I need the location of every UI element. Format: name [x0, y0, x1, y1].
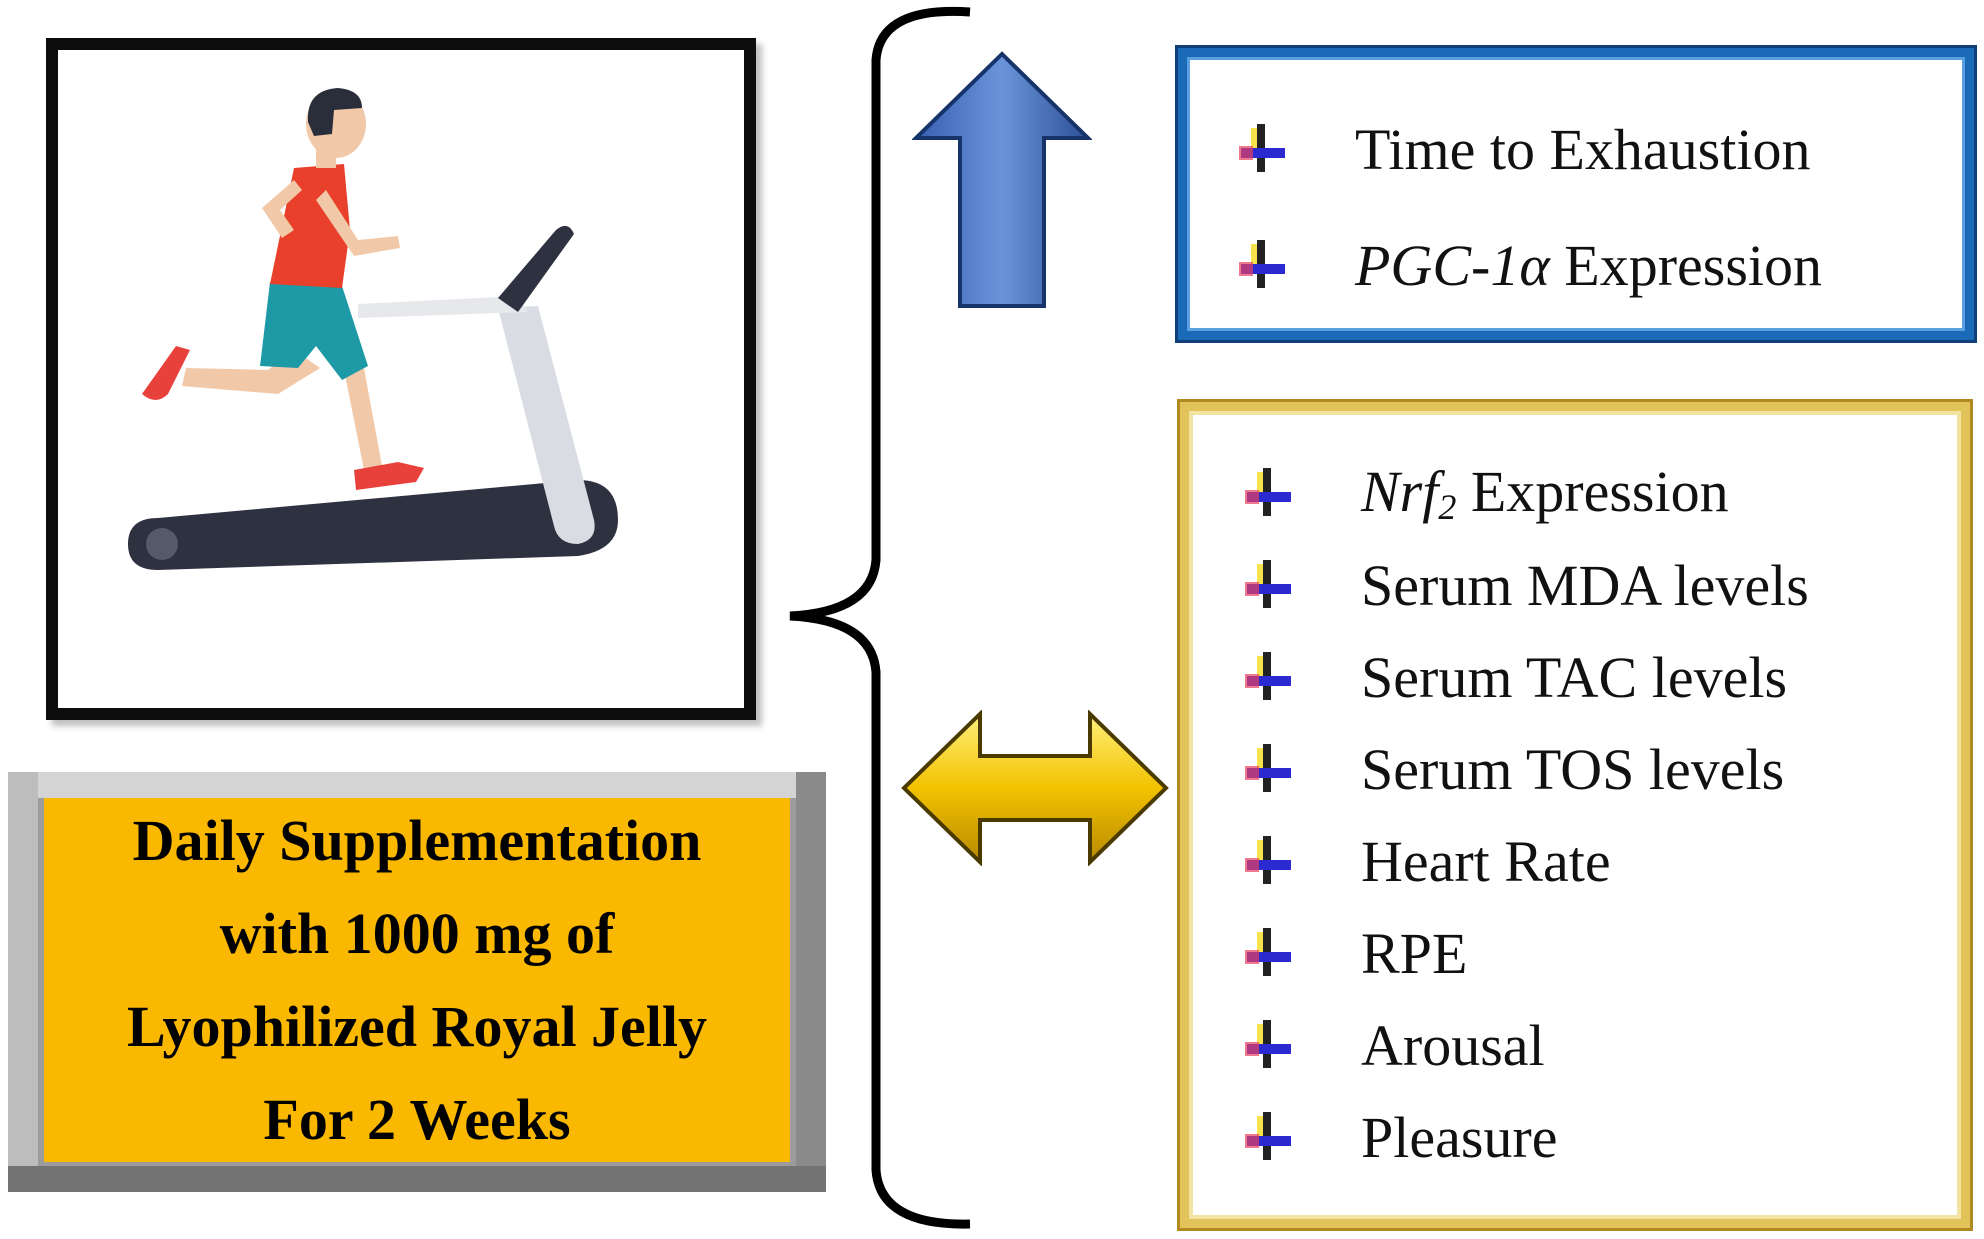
bullet-icon: [1243, 926, 1297, 980]
list-item-label: Expression: [1549, 232, 1823, 298]
supplement-line: For 2 Weeks: [263, 1087, 571, 1152]
bullet-icon: [1243, 742, 1297, 796]
runner-illustration-frame: [46, 38, 756, 720]
list-item-label: Arousal: [1361, 1012, 1545, 1078]
bullet-icon: [1243, 1110, 1297, 1164]
list-item: Serum MDA levels: [1243, 539, 1961, 631]
list-item-label: RPE: [1361, 920, 1468, 986]
list-item: Serum TOS levels: [1243, 723, 1961, 815]
gene-subscript: 2: [1438, 487, 1457, 527]
curly-brace: [789, 6, 971, 1229]
double-headed-arrow-icon: [901, 710, 1169, 866]
runner-on-treadmill-icon: [128, 88, 618, 570]
list-item: Arousal: [1243, 999, 1961, 1091]
gene-name: Nrf: [1361, 459, 1439, 524]
increased-outcomes-box: Time to Exhaustion PGC-1α Expression: [1178, 48, 1974, 340]
list-item-label: Pleasure: [1361, 1104, 1558, 1170]
list-item: PGC-1α Expression: [1237, 207, 1965, 323]
bullet-icon: [1243, 1018, 1297, 1072]
list-item-label: Serum MDA levels: [1361, 552, 1809, 618]
supplement-line: Lyophilized Royal Jelly: [126, 994, 708, 1059]
bullet-icon: [1237, 122, 1291, 176]
list-item: Pleasure: [1243, 1091, 1961, 1183]
list-item-label: Expression: [1456, 459, 1729, 524]
list-item: Time to Exhaustion: [1237, 91, 1965, 207]
bullet-icon: [1243, 558, 1297, 612]
bullet-icon: [1243, 834, 1297, 888]
list-item-label: Serum TOS levels: [1361, 736, 1785, 802]
supplement-line: with 1000 mg of: [219, 901, 615, 966]
bullet-icon: [1243, 650, 1297, 704]
supplement-line: Daily Supplementation: [132, 808, 702, 873]
bullet-icon: [1243, 466, 1297, 520]
up-arrow-icon: [912, 51, 1092, 308]
list-item-label: Heart Rate: [1361, 828, 1611, 894]
list-item-label: Serum TAC levels: [1361, 644, 1788, 710]
gene-name: PGC-1α: [1355, 232, 1550, 298]
list-item: Heart Rate: [1243, 815, 1961, 907]
list-item: Nrf2 Expression: [1243, 447, 1961, 539]
supplement-text-panel: Daily Supplementation with 1000 mg of Ly…: [44, 798, 790, 1162]
list-item: RPE: [1243, 907, 1961, 999]
bullet-icon: [1237, 238, 1291, 292]
list-item: Serum TAC levels: [1243, 631, 1961, 723]
list-item-label: Time to Exhaustion: [1355, 116, 1811, 182]
supplement-box: Daily Supplementation with 1000 mg of Ly…: [8, 772, 826, 1192]
unchanged-outcomes-box: Nrf2 Expression Serum MDA levels Serum T…: [1180, 402, 1970, 1228]
